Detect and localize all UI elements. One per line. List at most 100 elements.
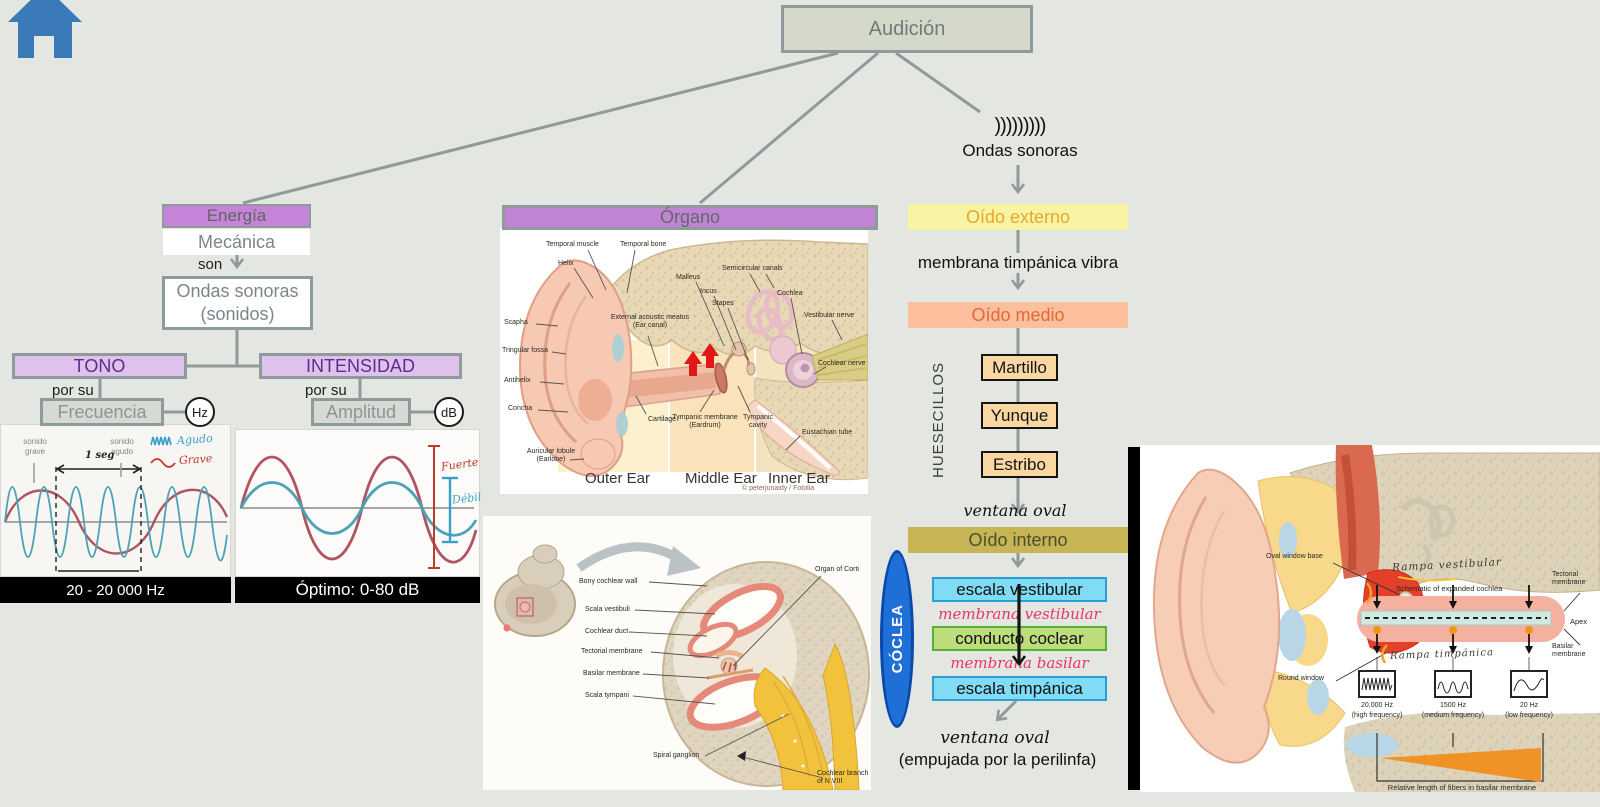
cochlea-spiral <box>785 352 821 388</box>
outer-ear-region-label: Outer Ear <box>585 470 651 487</box>
ear-canal <box>599 363 721 411</box>
vestibule <box>769 335 797 365</box>
stapes-node: Estribo <box>981 451 1058 478</box>
frequency-range-bar: 20 - 20 000 Hz <box>0 577 231 603</box>
mechanical-node: Mecánica <box>163 229 310 255</box>
pinna <box>518 259 633 477</box>
sound-waves-label: Ondas sonoras <box>962 141 1078 160</box>
branch-arrowhead <box>737 751 746 761</box>
organ-of-corti-label: Organ of Corti <box>815 566 859 573</box>
scala-tympanic-label: escala timpánica <box>956 678 1083 698</box>
sound-waves-line2: (sonidos) <box>200 304 275 324</box>
temporal-bone-label: Temporal bone <box>620 241 667 248</box>
zoom-arrowhead <box>667 546 701 576</box>
home-icon[interactable] <box>6 0 84 62</box>
middle-ear-red <box>1362 569 1426 654</box>
tympanic-membrane-label: Tympanic membrane(Eardrum) <box>672 414 738 430</box>
ossicle-loops <box>1399 498 1456 567</box>
hz-unit-badge: Hz <box>185 397 215 427</box>
outer-ear-node: Oído externo <box>908 204 1128 230</box>
malleus-box-label: Martillo <box>992 357 1047 377</box>
cochlea-section-image: Bony cochlear wall Scala vestibuli Cochl… <box>483 516 871 790</box>
incus-box-label: Yunque <box>990 405 1049 425</box>
antihelix-label: Antihelix <box>504 377 531 384</box>
helix-label: Helix <box>558 260 574 267</box>
rampa-vestibular-handwritten: Rampa vestibular <box>1391 556 1503 574</box>
semicircular-canals-label: Semicircular canals <box>722 265 783 272</box>
cochlea-section-drawing <box>494 542 870 790</box>
amplitude-range-bar: Óptimo: 0-80 dB <box>235 577 480 603</box>
concha-label: Concha <box>508 405 533 412</box>
vibration-arrow <box>701 343 719 368</box>
middle-ear-node: Oído medio <box>908 302 1128 328</box>
ear-canal-label: External acoustic meatus(Ear canal) <box>610 314 690 330</box>
organ-label: Órgano <box>659 207 721 227</box>
ossicles <box>722 341 756 376</box>
frequency-node: Frecuencia <box>40 398 164 426</box>
amplitude-node: Amplitud <box>311 398 411 426</box>
nerves <box>811 333 868 381</box>
bony-wall-label: Bony cochlear wall <box>579 578 638 585</box>
scala-tympani-label: Scala tympani <box>585 692 629 699</box>
tectorial-membrane-label: Tectorial membrane <box>581 648 643 655</box>
inner-ear-node: Oído interno <box>908 527 1128 553</box>
spiral-ganglion-label: Spiral ganglion <box>653 752 700 759</box>
intensity-node: INTENSIDAD <box>259 353 462 379</box>
fuerte-handwritten-label: Fuerte <box>440 455 480 474</box>
amplitude-wave-drawing <box>239 445 478 569</box>
root-title: Audición <box>868 17 946 40</box>
cochlear-duct-label: Cochlear duct <box>585 628 629 635</box>
vestibular-membrane-label: membrana vestibular <box>938 605 1101 623</box>
scala-vestibuli-label: Scala vestibuli <box>585 606 630 613</box>
auricular-lobule-label: Auricular lobule(Earlobe) <box>526 448 576 464</box>
tone-porsu-label: por su <box>52 382 94 399</box>
stapes-label: Stapes <box>712 300 734 307</box>
eardrum <box>714 362 728 394</box>
schematic-label: Schematic of expanded cochlea <box>1396 584 1503 593</box>
cochlea-label: Cochlea <box>777 290 803 297</box>
basilar-membrane-flow-label: membrana basilar <box>950 654 1089 672</box>
scala-tympanic-node: escala timpánica <box>932 676 1107 701</box>
inner-ear-label: Oído interno <box>968 529 1068 550</box>
eustachian-tube <box>747 399 840 476</box>
ossicles-title: HUESECILLOS <box>930 361 947 478</box>
db-unit-badge: dB <box>434 397 464 427</box>
son-connector-label: son <box>198 256 223 273</box>
frequency-range-value: 20 - 20 000 Hz <box>66 581 165 599</box>
malleus-node: Martillo <box>981 354 1058 381</box>
image-separator-bar <box>1128 447 1140 790</box>
one-second-label: 1 seg <box>85 450 115 461</box>
freq-high-label: 20,000 Hz(high frequency) <box>1351 702 1403 719</box>
amplitude-range-value: Óptimo: 0-80 dB <box>295 580 420 599</box>
fiber-note-label: Relative length of fibers in basilar mem… <box>1387 783 1537 792</box>
agudo-handwritten-label: Agudo <box>176 431 214 448</box>
scapha-label: Scapha <box>504 319 528 326</box>
pinna <box>1152 468 1281 764</box>
frequency-label: Frecuencia <box>57 401 147 422</box>
expanded-cochlea-drawing <box>1140 445 1600 792</box>
freq-medium-label: 1500 Hz(medium frequency) <box>1421 702 1485 719</box>
basilar-membrane-label: Basilar membrane <box>583 670 640 677</box>
incus-node: Yunque <box>981 402 1058 429</box>
expanded-cochlea-image: Oval window base Round window Rampa vest… <box>1140 445 1600 792</box>
stapes-box-label: Estribo <box>993 454 1046 474</box>
oval-window-label: ventana oval <box>963 501 1067 520</box>
expanded-strip <box>1357 596 1565 642</box>
cochlear-nerve-label: Cochlear nerve <box>818 360 866 367</box>
apex-label: Apex <box>1570 617 1588 626</box>
small-cochlea <box>494 544 576 637</box>
cochlea-badge-label: CÓCLEA <box>888 604 906 674</box>
fiber-bracket <box>1376 733 1544 782</box>
scala-vestibular-label: escala vestibular <box>956 579 1083 599</box>
tone-label: TONO <box>73 355 126 376</box>
middle-ear-label: Oído medio <box>971 304 1065 325</box>
debil-handwritten-label: Débil <box>451 490 483 507</box>
sound-waves-icon: ))))))))) <box>994 115 1047 137</box>
fat-tissue <box>1257 476 1346 747</box>
intensity-label: INTENSIDAD <box>305 355 415 376</box>
